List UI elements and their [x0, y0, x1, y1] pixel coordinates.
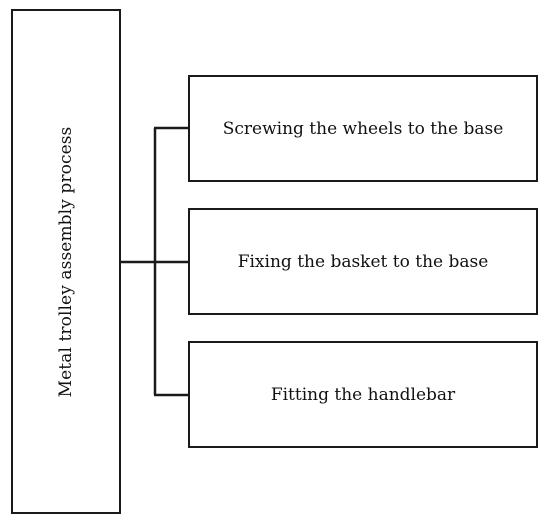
step-box-basket: Fixing the basket to the base [188, 208, 538, 315]
root-process-box: Metal trolley assembly process [11, 9, 121, 514]
step-label-handlebar: Fitting the handlebar [270, 384, 456, 405]
step-box-wheels: Screwing the wheels to the base [188, 75, 538, 182]
root-process-label: Metal trolley assembly process [56, 126, 76, 397]
step-label-wheels: Screwing the wheels to the base [222, 118, 504, 139]
step-label-basket: Fixing the basket to the base [237, 251, 489, 272]
step-box-handlebar: Fitting the handlebar [188, 341, 538, 448]
